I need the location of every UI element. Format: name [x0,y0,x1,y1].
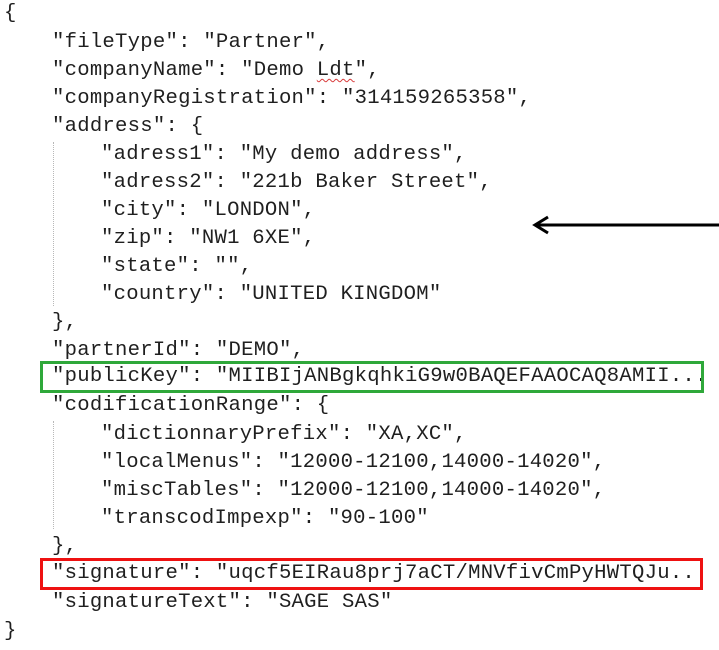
separator: : [241,591,267,614]
separator: : [252,479,278,502]
line-city: "city": "LONDON", [101,197,315,225]
line-public-key: "publicKey": "MIIBIjANBgkqhkiG9w0BAQEFAA… [52,363,708,391]
value-zip: "NW1 6XE" [189,227,303,250]
line-partner-id: "partnerId": "DEMO", [52,337,304,365]
separator: : [178,31,204,54]
key-local-menus: "localMenus" [101,451,253,474]
key-country: "country" [101,283,215,306]
separator: : [190,365,216,388]
trailing-comma: , [518,87,532,110]
trailing-comma: , [302,227,316,250]
key-company-name: "companyName" [52,59,216,82]
key-zip: "zip" [101,227,165,250]
value-company-name-start: "Demo [241,59,317,82]
value-signature-text: "SAGE SAS" [266,591,393,614]
line-country: "country": "UNITED KINGDOM" [101,281,441,309]
line-state: "state": "", [101,253,252,281]
value-city: "LONDON" [201,199,303,222]
separator: : [340,423,366,446]
value-adress2: "221b Baker Street" [239,171,480,194]
key-file-type: "fileType" [52,31,179,54]
value-dictionnary-prefix: "XA,XC" [365,423,455,446]
indent-guide-address [53,142,54,306]
separator: : [252,451,278,474]
line-codification-range-open: "codificationRange": { [52,392,329,420]
key-state: "state" [101,255,190,278]
line-address-open: "address": { [52,113,203,141]
line-misc-tables: "miscTables": "12000-12100,14000-14020", [101,477,605,505]
key-transcod-impexp: "transcodImpexp" [101,507,303,530]
separator: : [176,199,202,222]
separator: : [316,87,342,110]
separator: : [215,59,242,82]
line-adress2: "adress2": "221b Baker Street", [101,169,492,197]
close-brace: } [4,620,17,643]
trailing-comma: , [302,199,316,222]
value-partner-id: "DEMO" [215,339,292,362]
spellcheck-flagged-word: Ldt [316,59,355,82]
separator: : [214,171,240,194]
address-open-brace: { [190,115,204,138]
key-signature-text: "signatureText" [52,591,242,614]
trailing-comma: , [592,451,606,474]
trailing-comma: , [367,59,380,82]
left-arrow-icon [532,215,719,235]
key-address: "address" [52,115,166,138]
separator: : [165,115,191,138]
value-signature: "uqcf5EIRau8prj7aCT/MNVfivCmPyHWTQJu... [215,562,708,585]
trailing-comma: , [454,423,467,446]
separator: : [190,339,216,362]
line-signature-text: "signatureText": "SAGE SAS" [52,589,392,617]
key-city: "city" [101,199,177,222]
indent-guide-codification-range [53,421,54,529]
key-partner-id: "partnerId" [52,339,191,362]
trailing-comma: , [316,31,330,54]
codification-range-close-brace: }, [52,535,78,558]
trailing-comma: , [479,171,492,194]
line-company-registration: "companyRegistration": "314159265358", [52,85,531,113]
separator: : [214,143,240,166]
key-dictionnary-prefix: "dictionnaryPrefix" [101,423,341,446]
line-local-menus: "localMenus": "12000-12100,14000-14020", [101,449,605,477]
key-company-registration: "companyRegistration" [52,87,317,110]
value-company-name-end: " [354,59,368,82]
separator: : [164,227,190,250]
value-state: "" [214,255,240,278]
value-misc-tables: "12000-12100,14000-14020" [277,479,593,502]
key-signature: "signature" [52,562,191,585]
separator: : [291,394,317,417]
public-key-highlight-box [40,361,704,393]
value-company-registration: "314159265358" [342,87,519,110]
separator: : [214,283,240,306]
value-local-menus: "12000-12100,14000-14020" [277,451,593,474]
line-company-name: "companyName": "Demo Ldt", [52,57,380,85]
line-transcod-impexp: "transcodImpexp": "90-100" [101,505,429,533]
trailing-comma: , [291,339,305,362]
value-adress1: "My demo address" [239,143,455,166]
trailing-comma: , [239,255,253,278]
separator: : [189,255,215,278]
line-file-type: "fileType": "Partner", [52,29,329,57]
key-misc-tables: "miscTables" [101,479,253,502]
address-close-brace: }, [52,311,78,334]
open-brace: { [4,2,17,25]
separator: : [302,507,328,530]
key-codification-range: "codificationRange" [52,394,292,417]
trailing-comma: , [592,479,606,502]
value-file-type: "Partner" [203,31,317,54]
key-adress2: "adress2" [101,171,215,194]
trailing-comma: , [454,143,467,166]
key-adress1: "adress1" [101,143,215,166]
codification-range-open-brace: { [316,394,330,417]
key-public-key: "publicKey" [52,365,191,388]
value-transcod-impexp: "90-100" [327,507,429,530]
line-dictionnary-prefix: "dictionnaryPrefix": "XA,XC", [101,421,467,449]
value-public-key: "MIIBIjANBgkqhkiG9w0BAQEFAAOCAQ8AMII... [215,365,708,388]
signature-highlight-box [40,558,703,590]
line-zip: "zip": "NW1 6XE", [101,225,315,253]
line-signature: "signature": "uqcf5EIRau8prj7aCT/MNVfivC… [52,560,708,588]
line-adress1: "adress1": "My demo address", [101,141,467,169]
value-country: "UNITED KINGDOM" [239,283,442,306]
separator: : [190,562,216,585]
